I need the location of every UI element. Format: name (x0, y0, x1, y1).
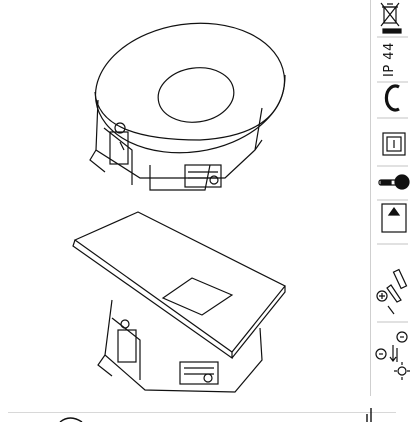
symbol-column: IP 44 (375, 0, 410, 396)
ip-rating-label: IP 44 (382, 42, 397, 78)
round-light-illustration (89, 22, 286, 191)
product-drawing (72, 22, 286, 393)
cut-off-fragments (59, 408, 372, 422)
rotary-switch-icon (375, 331, 410, 380)
screw-terminal-icon (376, 268, 408, 315)
weee-bin-icon (380, 2, 402, 34)
column-divider (370, 0, 371, 396)
square-light-illustration (72, 211, 286, 393)
recessed-mount-icon (381, 203, 407, 233)
class-ii-insulation-icon (382, 132, 406, 156)
temperature-icon (378, 174, 410, 190)
bottom-rule (8, 412, 396, 413)
ce-mark-icon (384, 84, 400, 112)
